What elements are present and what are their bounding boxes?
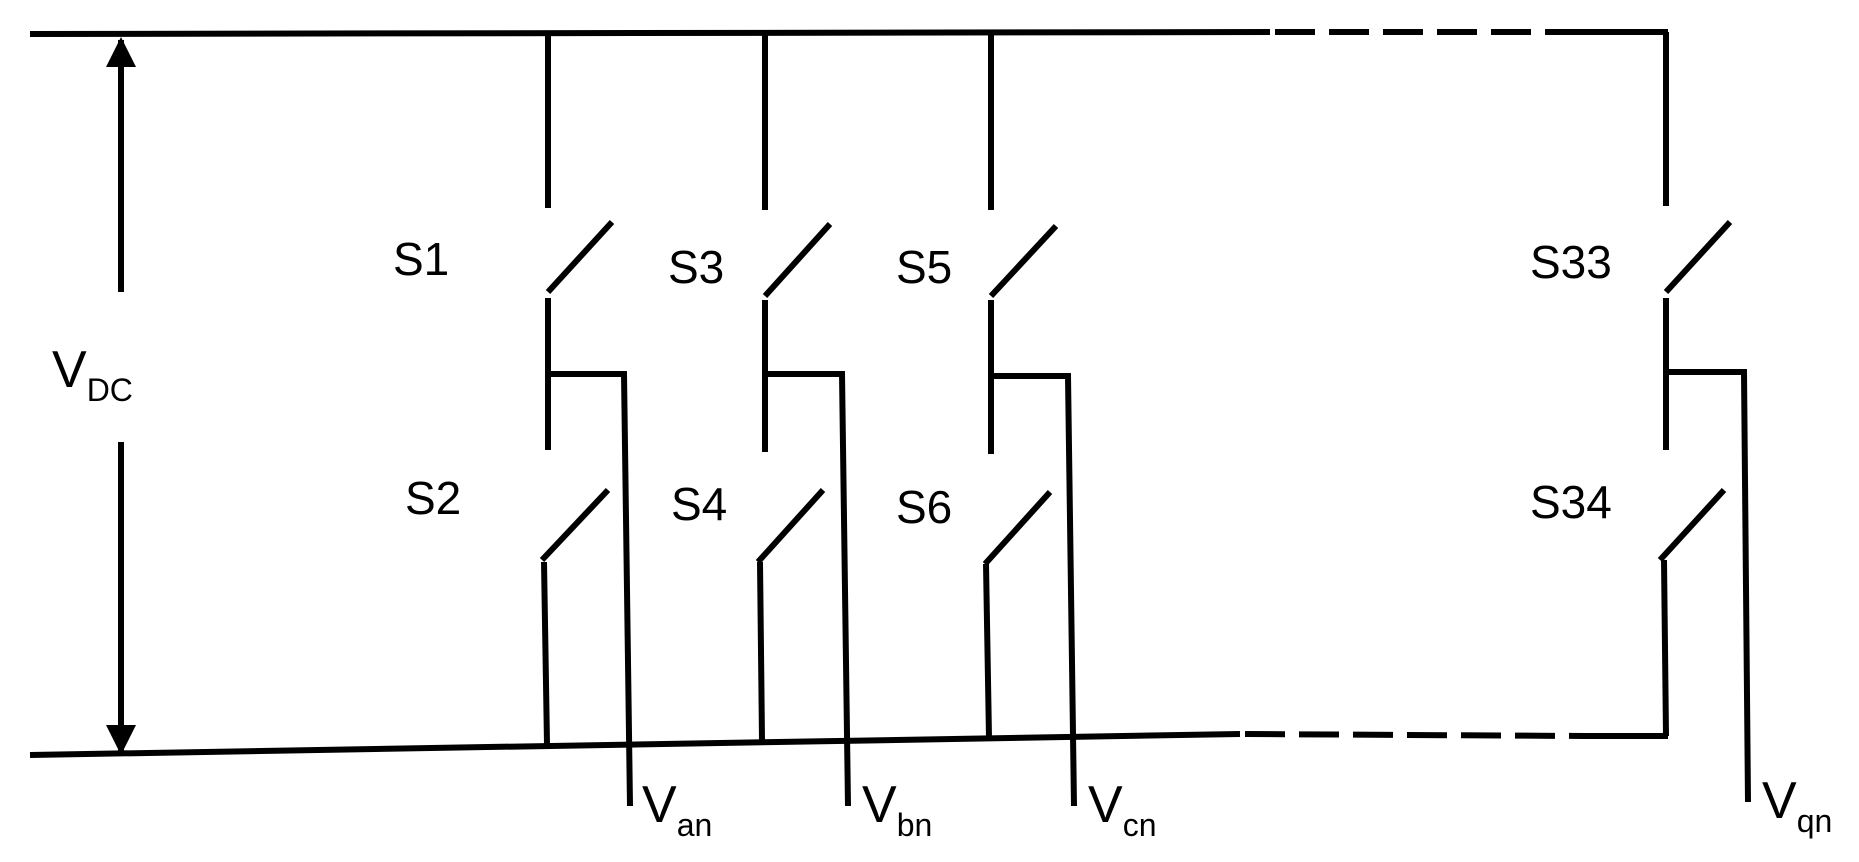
leg-n-upper-switch	[1663, 219, 1733, 295]
leg-3-output-wire	[991, 373, 1077, 807]
leg-3-upper-switch	[988, 223, 1059, 299]
leg-n-output-wire	[1666, 369, 1751, 803]
negative-rail-dashed-gap	[1244, 731, 1586, 739]
switch-label-s3: S3	[668, 241, 724, 293]
inverter-leg-3: S5 S6 Vcn	[896, 34, 1156, 843]
switch-label-s34: S34	[1530, 476, 1612, 528]
output-label-vcn: Vcn	[1088, 776, 1156, 843]
inverter-leg-1: S1 S2 Van	[393, 34, 712, 843]
leg-3-lower-switch	[982, 489, 1053, 567]
leg-2-upper-switch	[762, 221, 833, 299]
switch-label-s1: S1	[393, 233, 449, 285]
leg-n-lower-switch	[1657, 487, 1727, 563]
inverter-leg-n: S33 S34 Vqn	[1530, 32, 1832, 839]
switch-label-s4: S4	[671, 478, 727, 530]
switch-label-s5: S5	[896, 241, 952, 293]
dc-rails	[29, 29, 1668, 758]
leg-2-lower-switch	[755, 487, 826, 565]
output-label-van: Van	[642, 776, 712, 843]
leg-2-lower-wire	[757, 561, 765, 741]
switch-label-s6: S6	[896, 481, 952, 533]
leg-2-output-wire	[765, 371, 851, 807]
leg-n-lower-wire	[1661, 559, 1669, 737]
output-label-vbn: Vbn	[862, 776, 932, 843]
leg-1-lower-wire	[541, 561, 550, 745]
dc-voltage-label: VDC	[52, 341, 133, 408]
leg-1-upper-switch	[545, 219, 615, 295]
dc-voltage-indicator: VDC	[52, 37, 136, 755]
negative-rail	[29, 731, 1241, 758]
leg-1-output-wire	[548, 371, 633, 807]
leg-1-lower-switch	[539, 487, 611, 563]
leg-3-lower-wire	[983, 563, 992, 739]
switch-label-s33: S33	[1530, 236, 1612, 288]
positive-rail	[29, 29, 1271, 37]
output-label-vqn: Vqn	[1762, 772, 1832, 839]
inverter-leg-2: S3 S4 Vbn	[668, 34, 932, 843]
switch-label-s2: S2	[405, 472, 461, 524]
